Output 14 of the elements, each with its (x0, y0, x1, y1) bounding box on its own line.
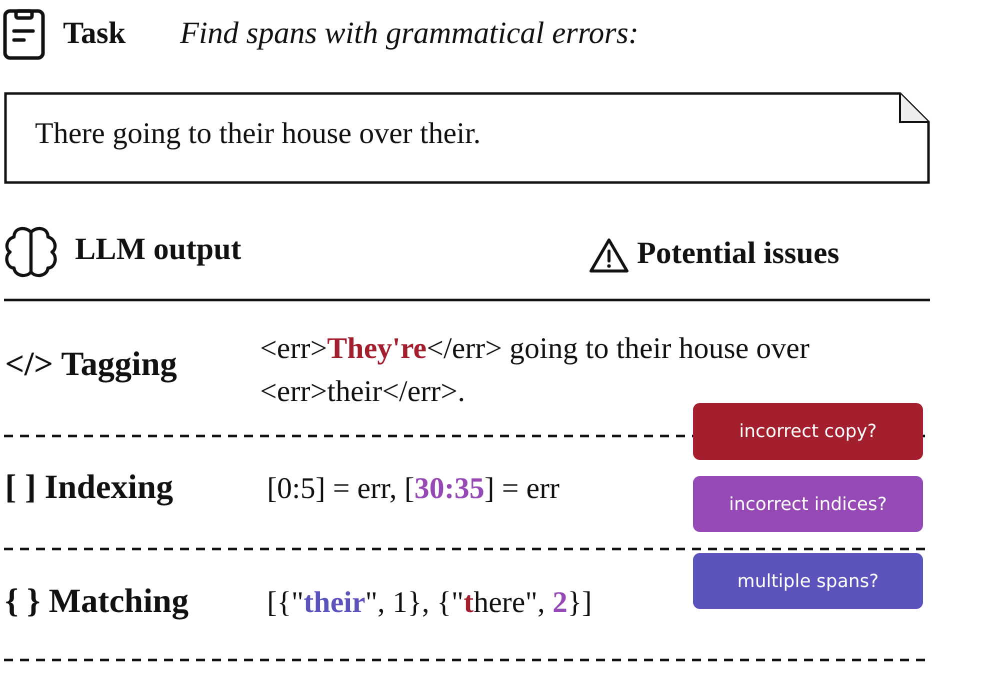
section-heading: LLM output (75, 232, 242, 266)
section-heading: Potential issues (637, 236, 840, 270)
method-label: { } Matching (5, 583, 189, 620)
issue-badge: multiple spans? (693, 553, 923, 609)
output-text: [{"their", 1}, {"there", 2}] (267, 586, 592, 619)
instruction-text: Find spans with grammatical errors: (180, 16, 639, 50)
method-label: </> Tagging (5, 346, 177, 384)
issue-badge: incorrect copy? (693, 403, 923, 460)
sentence-text: There going to their house over their. (35, 117, 481, 150)
output-text: [0:5] = err, [30:35] = err (267, 472, 560, 505)
note-box (4, 92, 930, 184)
issue-badge: incorrect indices? (693, 476, 923, 532)
task-heading: Task (63, 16, 126, 50)
method-label: [ ] Indexing (5, 469, 174, 506)
